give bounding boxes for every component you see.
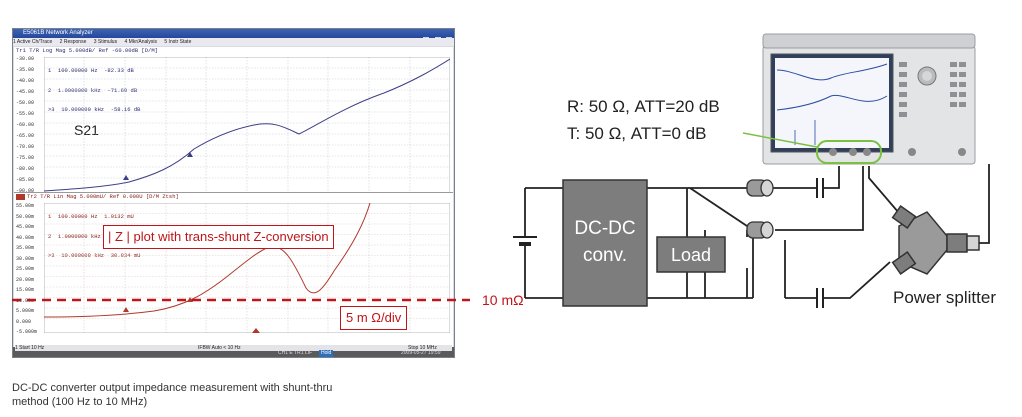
status-flags: CH1 E TR1 LIF xyxy=(278,350,313,356)
scale-annotation-text: 5 m Ω/div xyxy=(346,310,402,325)
marker-3-triangle xyxy=(252,328,260,333)
trace1-header: Tr1 T/R Log Mag 5.000dB/ Ref -60.00dB [D… xyxy=(16,47,158,54)
trace2-tag xyxy=(16,194,25,200)
ytick: 5.000m xyxy=(16,308,35,314)
trace1-graph xyxy=(44,57,450,197)
port-highlight xyxy=(816,140,882,164)
ytick: -5.000m xyxy=(16,329,38,335)
status-hold: Hold xyxy=(319,350,334,357)
dcdc-label-2: conv. xyxy=(583,245,627,266)
coax-connector-bottom xyxy=(746,221,774,239)
menu-item-instr-state[interactable]: 5 Instr State xyxy=(164,39,192,45)
capacitor-top xyxy=(816,178,824,198)
ytick: -45.00 xyxy=(16,89,35,95)
status-start: 1 Start 10 Hz xyxy=(15,345,452,351)
ytick: -35.00 xyxy=(16,67,35,73)
ten-mohm-line xyxy=(12,298,470,302)
vna-instrument xyxy=(762,33,976,165)
port-settings-t: T: 50 Ω, ATT=0 dB xyxy=(567,124,707,143)
ytick: -30.00 xyxy=(16,56,35,62)
ytick: -75.00 xyxy=(16,155,35,161)
ytick: 30.00m xyxy=(16,255,35,262)
ytick: -60.00 xyxy=(16,122,35,128)
ytick: -55.00 xyxy=(16,111,35,117)
load-box xyxy=(656,236,726,273)
trace2-marker-1: 1 100.00000 Hz 1.0132 mU xyxy=(48,213,134,220)
circuit-diagram: DC-DC conv. Load xyxy=(513,33,990,308)
marker-1-triangle xyxy=(123,307,129,312)
menu-item-mkr-analysis[interactable]: 4 Mkr/Analysis xyxy=(124,39,157,45)
ytick: 40.00m xyxy=(16,234,35,241)
trace1-marker-3: >3 10.000000 kHz -58.16 dB xyxy=(48,106,141,113)
ytick: -40.00 xyxy=(16,78,35,84)
power-splitter xyxy=(891,205,980,275)
status-datetime: 2009-05-27 19:59 xyxy=(401,350,441,356)
ytick: 10.00m xyxy=(16,297,35,304)
marker-1-triangle xyxy=(123,175,129,180)
analyzer-window: E5061B Network Analyzer 1 Active Ch/Trac… xyxy=(12,28,455,358)
menu-item-active-ch[interactable]: 1 Active Ch/Trace xyxy=(13,39,53,45)
ytick: 20.00m xyxy=(16,276,35,283)
ten-mohm-label: 10 mΩ xyxy=(482,292,524,308)
marker-2-triangle xyxy=(187,152,193,157)
trace2-header: Tr2 T/R Lin Mag 5.000mU/ Ref 0.000U [D/M… xyxy=(27,193,179,200)
window-title: E5061B Network Analyzer xyxy=(13,29,454,38)
s21-trace xyxy=(44,58,450,192)
ytick: -90.00 xyxy=(16,188,35,194)
ytick: -85.00 xyxy=(16,177,35,183)
power-splitter-label: Power splitter xyxy=(893,288,996,307)
ytick: 55.00m xyxy=(16,203,35,209)
dcdc-label-1: DC-DC xyxy=(574,218,635,239)
caption-line-2: method (100 Hz to 10 MHz) xyxy=(12,396,148,408)
trace1-marker-1: 1 100.00000 Hz -82.33 dB xyxy=(48,67,134,74)
ytick: 35.00m xyxy=(16,245,35,251)
coax-connector-top xyxy=(746,179,774,197)
ytick: 0.000 xyxy=(16,318,32,325)
status-stop: Stop 10 MHz xyxy=(408,345,437,351)
trace1-panel: Tr1 T/R Log Mag 5.000dB/ Ref -60.00dB [D… xyxy=(14,47,453,217)
status-bar: 1 Start 10 Hz IFBW Auto < 10 Hz Stop 10 … xyxy=(13,345,454,357)
port-settings-r: R: 50 Ω, ATT=20 dB xyxy=(567,97,720,116)
z-plot-annotation-text: | Z | plot with trans-shunt Z-conversion xyxy=(108,229,329,244)
dcdc-converter-box xyxy=(562,179,648,307)
z-plot-annotation: | Z | plot with trans-shunt Z-conversion xyxy=(103,225,334,249)
ytick: -70.00 xyxy=(16,144,35,150)
ytick: 50.00m xyxy=(16,213,35,220)
ytick: -80.00 xyxy=(16,166,35,172)
status-ifbw: IFBW Auto < 10 Hz xyxy=(198,345,241,351)
menu-bar: 1 Active Ch/Trace 2 Response 3 Stimulus … xyxy=(13,38,454,46)
menu-item-stimulus[interactable]: 3 Stimulus xyxy=(93,39,118,45)
ytick: -50.00 xyxy=(16,100,35,106)
menu-item-response[interactable]: 2 Response xyxy=(59,39,87,45)
load-label: Load xyxy=(671,245,711,265)
figure-caption: DC-DC converter output impedance measure… xyxy=(12,381,432,409)
ytick: -65.00 xyxy=(16,133,35,139)
scale-annotation: 5 m Ω/div xyxy=(340,306,408,330)
ytick: 15.00m xyxy=(16,287,35,293)
capacitor-bottom xyxy=(816,288,824,308)
caption-line-1: DC-DC converter output impedance measure… xyxy=(12,382,333,394)
marker-2-triangle xyxy=(187,297,193,302)
ytick: 45.00m xyxy=(16,224,35,230)
ytick: 25.00m xyxy=(16,266,35,272)
